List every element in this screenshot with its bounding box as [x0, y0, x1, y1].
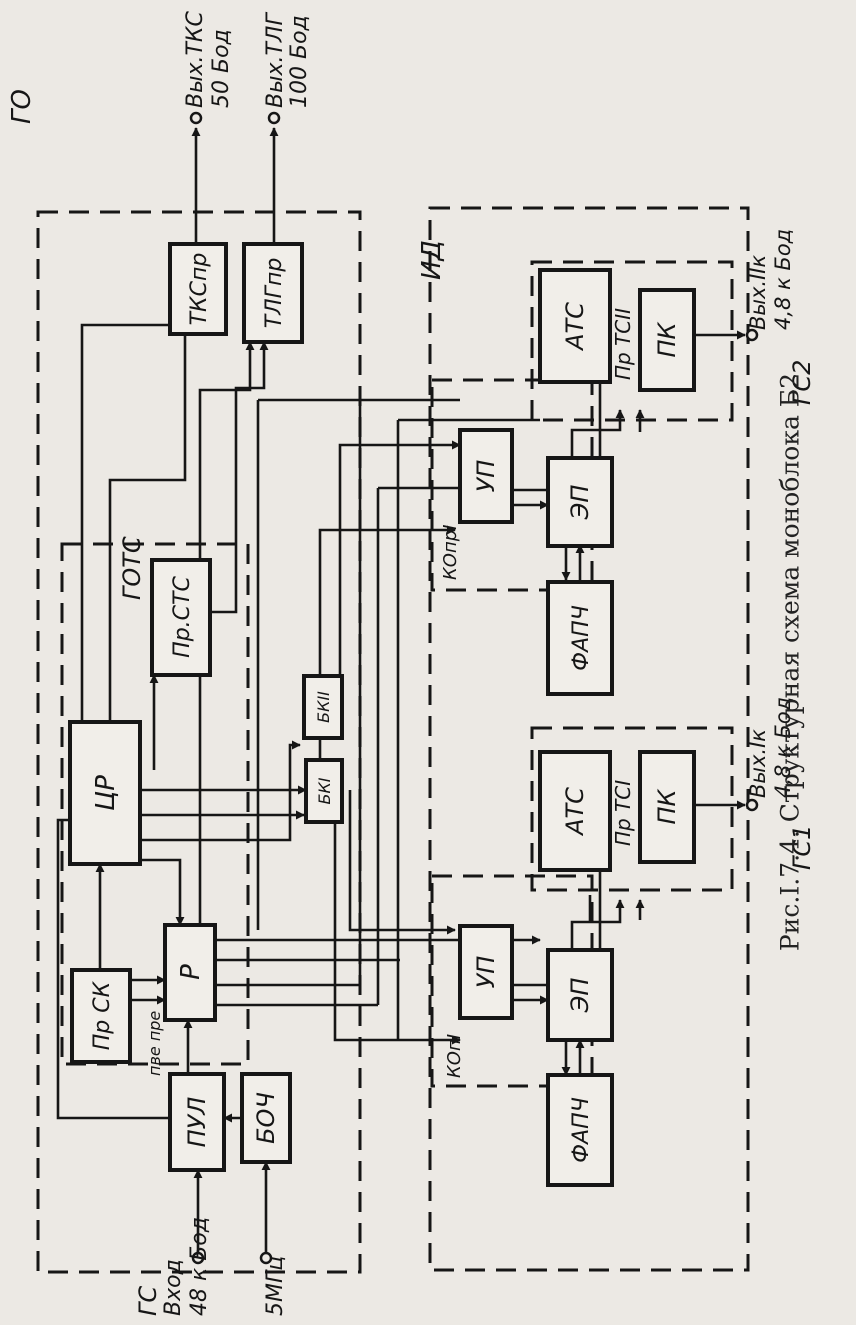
group-id-border [428, 206, 750, 1272]
label-out-tlg-rate: 100 Бод [287, 15, 312, 108]
block-up2: УП [458, 428, 514, 524]
block-pul: ПУЛ [168, 1072, 226, 1172]
block-fapch2: ФАПЧ [546, 580, 614, 696]
label-vhod: Вход [161, 1259, 186, 1316]
label-vhod-rate: 48 к Бод [187, 1217, 212, 1316]
terminal-out-2k [745, 328, 759, 342]
label-freq: 5МГц [263, 1256, 288, 1316]
group-gots-border [60, 542, 250, 1066]
block-pk2: ПК [638, 288, 696, 392]
block-cr: ЦР [68, 720, 142, 866]
label-ko-1: КОпI [444, 1034, 465, 1078]
block-ats1: АТС [538, 750, 612, 872]
block-boch-label: БОЧ [252, 1092, 280, 1144]
block-r-label: Р [176, 964, 206, 980]
block-cr-label: ЦР [91, 775, 121, 811]
block-up2-label: УП [472, 460, 500, 493]
block-pr-sk-label: Пр СК [90, 980, 115, 1050]
group-pr-ts1-border [530, 726, 734, 892]
label-gs: ГС [134, 1286, 162, 1316]
group-pr-ts2-border [530, 260, 734, 422]
block-ats2: АТС [538, 268, 612, 384]
block-tlg-pr-label: ТЛГпр [262, 258, 287, 329]
terminal-out-tlg [267, 111, 281, 125]
label-pve-pre: пве пре [145, 1011, 164, 1076]
block-bk2-label: БКII [314, 691, 333, 723]
group-id-label: ИД [417, 240, 447, 280]
block-fapch2-label: ФАПЧ [569, 605, 594, 671]
block-ep1: ЭП [546, 948, 614, 1042]
terminal-out-tks [189, 111, 203, 125]
block-up1-label: УП [472, 956, 500, 989]
block-ats2-label: АТС [561, 302, 589, 352]
block-ep2-label: ЭП [566, 485, 594, 521]
block-up1: УП [458, 924, 514, 1020]
block-pr-sk: Пр СК [70, 968, 132, 1064]
label-out-tlg: Вых.ТЛГ [263, 12, 288, 108]
group-pr-ts2-label: Пр ТСII [611, 308, 635, 380]
block-tks-pr: ТКСпр [168, 242, 228, 336]
block-tks-pr-label: ТКСпр [187, 253, 212, 326]
label-out-2k-rate: 4,8 к Бод [771, 229, 795, 330]
block-fapch1: ФАПЧ [546, 1073, 614, 1187]
block-pr-sts: Пр.СТС [150, 558, 212, 677]
label-gs1: ГС1 [788, 825, 816, 870]
group-gots-label: ГОТС [118, 536, 146, 600]
figure-caption: Рис.I.7.4. Структурная схема моноблока Б… [775, 372, 805, 952]
block-ep2: ЭП [546, 456, 614, 548]
block-r: Р [163, 923, 217, 1022]
block-boch: БОЧ [240, 1072, 292, 1164]
block-ats1-label: АТС [561, 787, 589, 837]
connections [56, 127, 746, 1252]
group-pr-ts1-label: Пр ТСI [611, 780, 635, 846]
block-ep1-label: ЭП [566, 978, 594, 1014]
block-bk2: БКII [302, 674, 344, 740]
block-pk2-label: ПК [653, 322, 681, 358]
label-out-2k: Вых.IIк [746, 255, 770, 330]
group-go-label: ГО [7, 89, 37, 124]
terminal-vhod [191, 1251, 205, 1265]
block-pul-label: ПУЛ [183, 1097, 211, 1148]
label-gs2: ГС2 [788, 360, 816, 405]
block-pk1-label: ПК [653, 789, 681, 825]
label-out-tks-rate: 50 Бод [209, 29, 234, 108]
block-tlg-pr: ТЛГпр [242, 242, 304, 344]
block-pk1: ПК [638, 750, 696, 864]
block-pr-sts-label: Пр.СТС [170, 576, 195, 658]
block-bk1: БКI [304, 758, 344, 824]
label-out-tks: Вых.ТКС [183, 10, 208, 108]
label-out-1k: Вых.Iк [746, 729, 770, 798]
terminal-out-1k [745, 798, 759, 812]
block-bk1-label: БКI [315, 777, 334, 804]
terminal-freq [259, 1251, 273, 1265]
label-out-1k-rate: 4,8 к Бод [771, 697, 795, 798]
block-fapch1-label: ФАПЧ [569, 1097, 594, 1163]
label-ko-2: КОпрI [440, 525, 461, 580]
